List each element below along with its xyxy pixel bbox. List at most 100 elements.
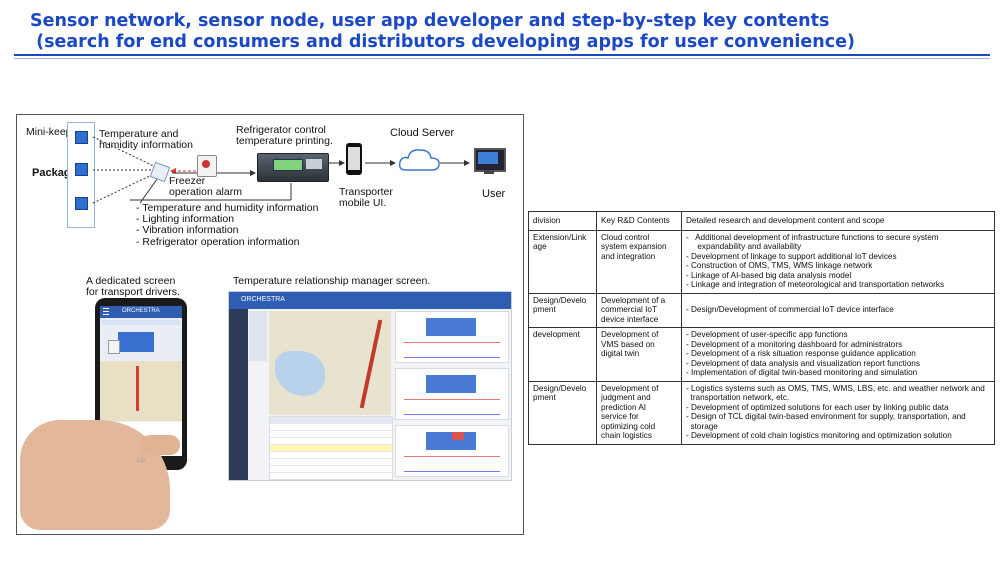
cell-line: commercial IoT [601, 305, 657, 314]
detail-item: - Linkage of AI-based big data analysis … [686, 270, 852, 280]
table-row[interactable] [270, 445, 392, 452]
details-cell: - Design/Development of commercial IoT d… [681, 292, 995, 328]
sensor-info-item: - Refrigerator operation information [136, 235, 300, 248]
key-contents-cell: Development of judgment and prediction A… [596, 380, 682, 445]
slide-title-line1: Sensor network, sensor node, user app de… [30, 11, 830, 31]
details-cell: - Development of user-specific app funct… [681, 327, 995, 382]
map-water [275, 351, 325, 396]
manager-screen-caption: Temperature relationship manager screen. [233, 275, 431, 287]
cell-line: device interface [601, 314, 659, 324]
table-header-row: division Key R&D Contents Detailed resea… [528, 211, 995, 231]
cloud-icon [398, 149, 440, 171]
slide-title: Sensor network, sensor node, user app de… [30, 11, 990, 53]
thumb-image [140, 435, 180, 455]
vehicle-card[interactable] [395, 368, 509, 420]
table-row [270, 417, 392, 424]
driver-screen-line2: for transport drivers. [86, 286, 180, 298]
dashboard-table [269, 416, 393, 480]
table-row[interactable] [270, 424, 392, 431]
menu-icon[interactable] [103, 308, 109, 309]
detail-item: storage [686, 421, 718, 431]
cell-line: digital twin [601, 349, 640, 358]
app-brand: ORCHESTRA [122, 308, 160, 314]
refrigerator-line1: Refrigerator control [236, 124, 326, 136]
user-label: User [482, 188, 506, 200]
table-row: development Development of VMS based on … [528, 327, 995, 382]
cell-line: VMS based on [601, 339, 655, 349]
title-underline [14, 54, 990, 56]
phone-brand-logo: LG [137, 458, 146, 464]
computer-screen [478, 152, 498, 164]
mini-keeper-label: Mini-keeper [26, 126, 81, 138]
cell-line: system expansion [601, 242, 667, 251]
temp-humidity-label: Temperature and humidity information [99, 129, 193, 151]
route-map[interactable] [100, 361, 182, 421]
detail-item: expandability and availability [686, 242, 802, 251]
table-row: Design/Develo pment Development of a com… [528, 292, 995, 328]
temp-humidity-line2: humidity information [99, 139, 193, 151]
cell-line: Extension/Link [533, 232, 587, 242]
vehicle-card[interactable] [395, 425, 509, 477]
cell-line: Design/Develo [533, 295, 587, 305]
detail-item: - Development of a monitoring dashboard … [686, 339, 903, 349]
cell-line: judgment and [601, 393, 651, 402]
refrigerator-label: Refrigerator control temperature printin… [236, 125, 333, 147]
dashboard-brand: ORCHESTRA [241, 296, 285, 303]
package-label: Package [32, 167, 77, 179]
details-cell: - Logistics systems such as OMS, TMS, WM… [681, 380, 995, 445]
dashboard-sidebar[interactable] [229, 309, 248, 480]
detail-item: - Implementation of digital twin-based m… [686, 368, 918, 377]
cell-line: chain logistics [601, 431, 652, 440]
app-header [100, 306, 182, 318]
header-details: Detailed research and development conten… [681, 211, 995, 231]
cell-line: Cloud control [601, 232, 650, 242]
dashboard-subpanel [249, 311, 267, 361]
route-line [359, 319, 383, 409]
freezer-line1: Freezer [169, 175, 206, 187]
truck-container-icon [118, 332, 154, 352]
computer-stand [484, 170, 494, 174]
table-row[interactable] [270, 452, 392, 459]
temp-humidity-line1: Temperature and [99, 128, 179, 140]
detail-item: - Development of optimized solutions for… [686, 402, 949, 412]
dashboard-map[interactable] [269, 311, 391, 415]
temperature-sparkline [404, 399, 500, 415]
app-tabs[interactable] [102, 320, 180, 325]
detail-item: - Development of user-specific app funct… [686, 330, 848, 339]
cell-line: Development of [601, 383, 659, 393]
key-contents-cell: Development of VMS based on digital twin [596, 327, 682, 382]
header-division: division [528, 211, 597, 231]
cell-line: pment [533, 305, 556, 314]
detail-item: - Design of TCL digital twin-based envir… [686, 412, 966, 421]
vehicle-heatmap [426, 318, 476, 336]
division-cell: Design/Develo pment [528, 380, 597, 445]
table-row[interactable] [270, 438, 392, 445]
table-row[interactable] [270, 459, 392, 466]
cell-line: pment [533, 393, 556, 402]
driver-screen-caption: A dedicated screen for transport drivers… [86, 276, 180, 298]
transporter-label: Transporter mobile UI. [339, 187, 393, 209]
detail-item: - Development of a risk situation respon… [686, 349, 916, 358]
table-row: Design/Develo pment Development of judgm… [528, 380, 995, 445]
details-cell: - Additional development of infrastructu… [681, 229, 995, 294]
table-row[interactable] [270, 431, 392, 438]
route-line [136, 366, 139, 411]
freezer-label: Freezer operation alarm [169, 176, 242, 198]
detail-item: - Design/Development of commercial IoT d… [686, 305, 894, 314]
truck-cab-icon [108, 340, 120, 354]
detail-item: - Development of linkage to support addi… [686, 251, 897, 261]
sensor-info-item: - Vibration information [136, 224, 239, 237]
vehicle-heatmap [426, 375, 476, 393]
cell-line: and integration [601, 251, 656, 261]
mobile-phone-screen [348, 147, 360, 170]
cell-line: service for [601, 412, 639, 421]
detail-item: transportation network, etc. [686, 393, 790, 402]
controller-keypad [306, 159, 322, 169]
cell-line: Development of [601, 330, 659, 339]
table-row[interactable] [270, 466, 392, 473]
division-cell: development [528, 327, 597, 382]
vehicle-card[interactable] [395, 311, 509, 363]
rd-contents-table: division Key R&D Contents Detailed resea… [528, 211, 995, 445]
title-underline-thin [14, 58, 990, 59]
cell-line: Design/Develo [533, 383, 587, 393]
